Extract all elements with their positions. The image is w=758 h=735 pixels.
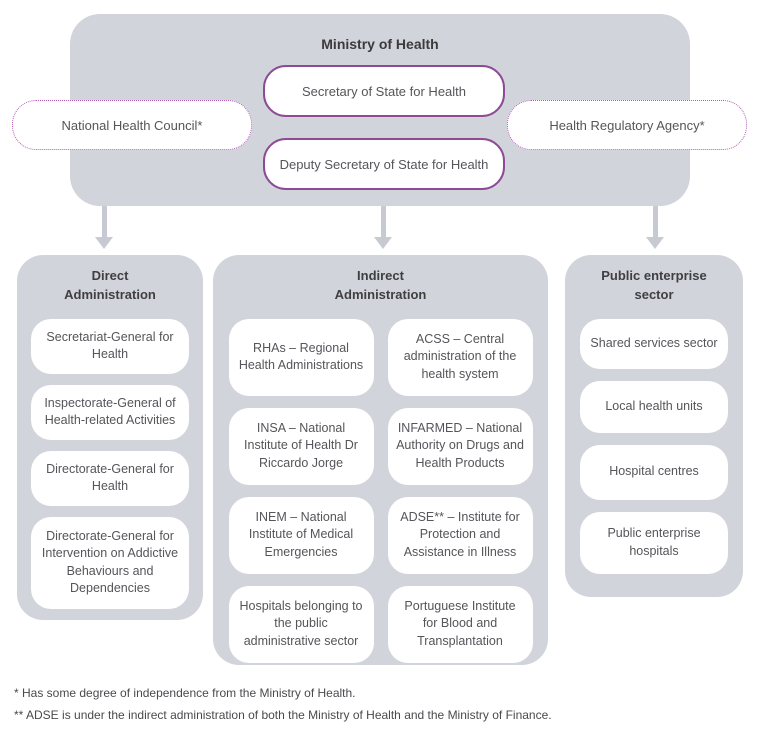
org-unit-box: Directorate-General for Health	[31, 450, 189, 506]
org-unit-box: Local health units	[580, 380, 728, 433]
arrow-stem	[380, 206, 386, 237]
health-regulatory-agency-box: Health Regulatory Agency*	[507, 100, 747, 150]
org-unit-box: Directorate-General for Intervention on …	[31, 516, 189, 609]
arrow-down-icon	[95, 206, 113, 250]
arrow-head	[95, 237, 113, 249]
org-unit-box: Hospital centres	[580, 444, 728, 500]
org-unit-grid: RHAs – Regional Health Administrations A…	[228, 318, 533, 663]
column-header: Public enterprise sector	[601, 268, 707, 302]
secretary-of-state-box: Secretary of State for Health	[263, 65, 505, 117]
org-unit-box: RHAs – Regional Health Administrations	[228, 318, 374, 396]
org-unit-box: Shared services sector	[580, 318, 728, 369]
column-public-enterprise-sector: Public enterprise sector Shared services…	[565, 255, 743, 597]
arrow-stem	[652, 206, 658, 237]
org-unit-box: Secretariat-General for Health	[31, 318, 189, 374]
ministry-title: Ministry of Health	[321, 36, 439, 52]
org-unit-box: ADSE** – Institute for Protection and As…	[387, 496, 533, 574]
deputy-secretary-of-state-box: Deputy Secretary of State for Health	[263, 138, 505, 190]
arrow-stem	[101, 206, 107, 237]
footnote-independence: * Has some degree of independence from t…	[14, 686, 356, 700]
footnote-adse: ** ADSE is under the indirect administra…	[14, 708, 552, 722]
org-unit-box: Hospitals belonging to the public admini…	[228, 585, 374, 663]
column-indirect-administration: Indirect Administration RHAs – Regional …	[213, 255, 548, 665]
column-header: Direct Administration	[64, 268, 156, 302]
org-unit-box: INEM – National Institute of Medical Eme…	[228, 496, 374, 574]
arrow-down-icon	[374, 206, 392, 250]
org-unit-box: Portuguese Institute for Blood and Trans…	[387, 585, 533, 663]
column-direct-administration: Direct Administration Secretariat-Genera…	[17, 255, 203, 620]
arrow-head	[646, 237, 664, 249]
org-unit-box: INSA – National Institute of Health Dr R…	[228, 407, 374, 485]
org-unit-box: INFARMED – National Authority on Drugs a…	[387, 407, 533, 485]
org-unit-box: Public enterprise hospitals	[580, 511, 728, 574]
arrow-down-icon	[646, 206, 664, 250]
org-unit-box: Inspectorate-General of Health-related A…	[31, 384, 189, 440]
column-header: Indirect Administration	[334, 268, 427, 302]
org-unit-box: ACSS – Central administration of the hea…	[387, 318, 533, 396]
arrow-head	[374, 237, 392, 249]
national-health-council-box: National Health Council*	[12, 100, 252, 150]
